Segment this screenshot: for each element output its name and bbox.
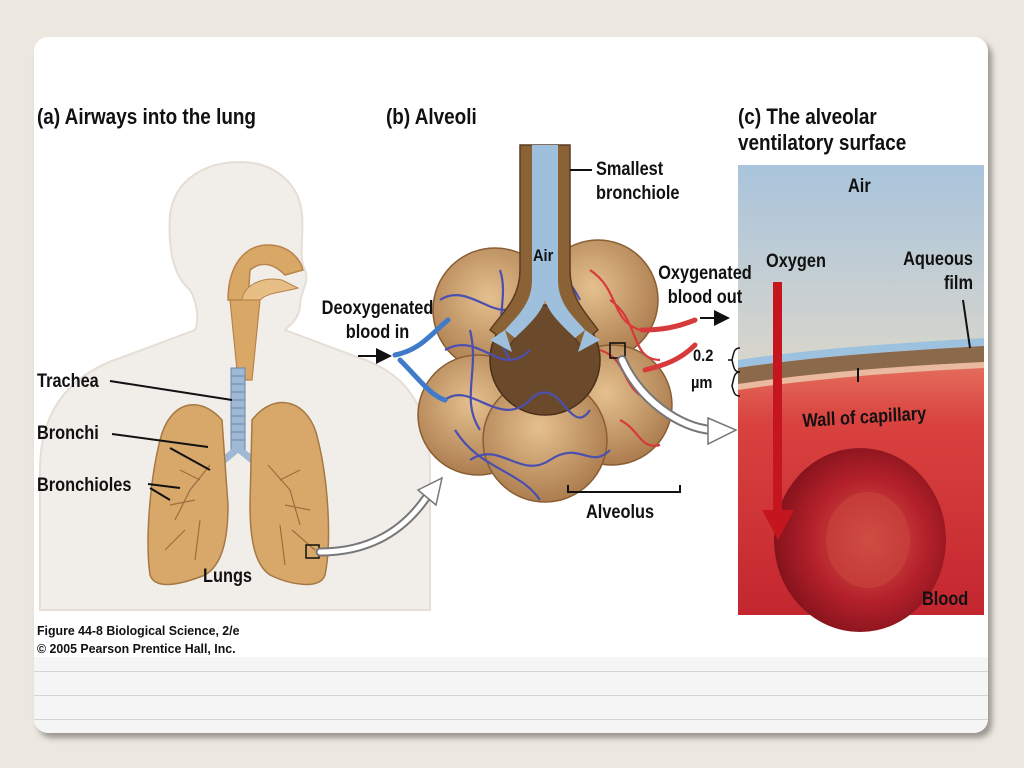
figure-caption: Figure 44-8 Biological Science, 2/e <box>37 623 240 638</box>
panel-b-title: (b) Alveoli <box>386 104 477 129</box>
thickness-unit: µm <box>691 373 713 392</box>
copyright-caption: © 2005 Pearson Prentice Hall, Inc. <box>37 641 236 656</box>
ruled-line <box>34 671 988 672</box>
aqueous-film-label: Aqueous film <box>903 249 973 294</box>
ruled-line <box>34 695 988 696</box>
panel-b-leader-lines <box>358 169 730 493</box>
zoom-arrow-a-to-b <box>315 476 444 557</box>
zoom-arrow-b-to-c <box>617 355 738 446</box>
alveolus-label: Alveolus <box>586 502 655 523</box>
deoxygenated-label: Deoxygenated blood in <box>321 298 434 343</box>
slide-footer-lines <box>34 657 988 733</box>
bronchi-label: Bronchi <box>37 423 99 444</box>
oxygen-label: Oxygen <box>766 251 826 272</box>
alveolar-cluster <box>392 144 698 503</box>
ruled-line <box>34 719 988 720</box>
air-label-b: Air <box>533 246 554 265</box>
panel-c-title: (c) The alveolar ventilatory surface <box>738 104 907 155</box>
thickness-value: 0.2 <box>693 346 714 365</box>
nasal-cavity <box>227 244 304 381</box>
oxygenated-label: Oxygenated blood out <box>658 263 752 308</box>
ventilatory-surface <box>728 165 984 632</box>
smallest-bronchiole-label: Smallest bronchiole <box>596 159 680 204</box>
trachea-label: Trachea <box>37 371 99 392</box>
bronchioles-label: Bronchioles <box>37 475 132 496</box>
blood-label: Blood <box>922 589 969 610</box>
panel-a-title: (a) Airways into the lung <box>37 104 257 129</box>
respiratory-figure: (a) Airways into the lung (b) Alveoli (c… <box>34 37 988 733</box>
air-label-c: Air <box>848 176 871 197</box>
lungs-shape <box>147 401 330 586</box>
lungs-label: Lungs <box>203 566 253 587</box>
slide: (a) Airways into the lung (b) Alveoli (c… <box>34 37 988 733</box>
panel-a-leader-lines <box>109 380 233 501</box>
figure-artwork <box>39 144 984 632</box>
